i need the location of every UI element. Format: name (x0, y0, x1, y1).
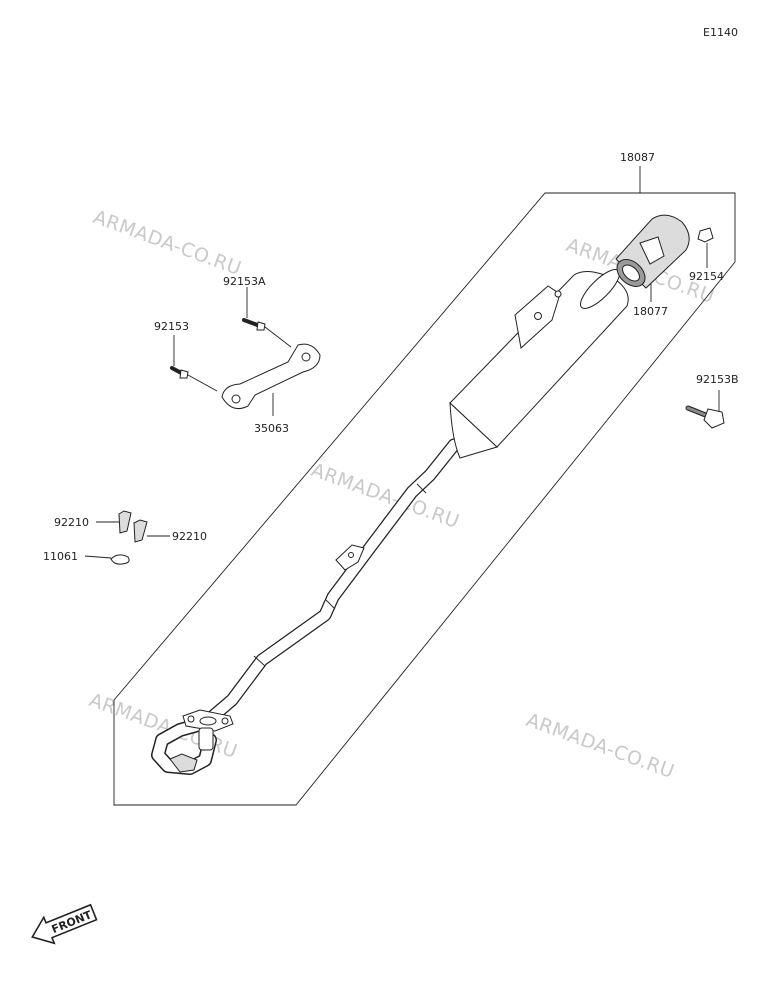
label-18087: 18087 (620, 151, 655, 164)
label-35063: 35063 (254, 422, 289, 435)
label-92153B: 92153B (696, 373, 739, 386)
front-arrow: FRONT (31, 903, 98, 945)
label-92153A: 92153A (223, 275, 266, 288)
label-92210-right: 92210 (172, 530, 207, 543)
bracket-bolt-a: 92153A (223, 275, 292, 348)
gasket: 11061 (43, 550, 130, 565)
label-92210-left: 92210 (54, 516, 89, 529)
watermark: ARMADA-CO.RU (523, 709, 677, 783)
label-18077: 18077 (633, 305, 668, 318)
label-92154: 92154 (689, 270, 724, 283)
cap-bolt: 92154 (689, 227, 724, 283)
watermark: ARMADA-CO.RU (90, 206, 244, 280)
end-cap: 18077 (615, 214, 690, 318)
spring-clips: 92210 92210 (54, 510, 207, 543)
header-pipe (151, 438, 461, 775)
diagram-code: E1140 (703, 26, 738, 39)
assembly-outline (113, 192, 736, 806)
label-11061: 11061 (43, 550, 78, 563)
bracket-bolt: 92153 (154, 320, 218, 392)
bracket: 35063 (221, 343, 321, 435)
label-92153: 92153 (154, 320, 189, 333)
muffler (449, 269, 629, 459)
front-arrow-icon (31, 903, 98, 945)
mount-bolt-b: 92153B (685, 373, 739, 429)
